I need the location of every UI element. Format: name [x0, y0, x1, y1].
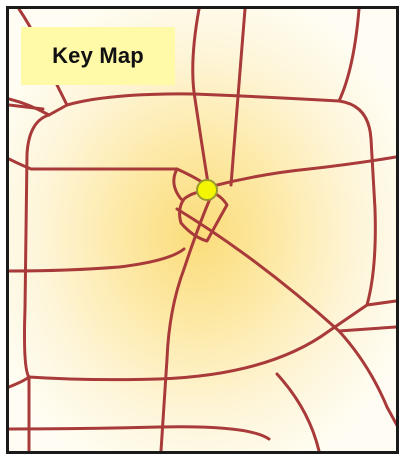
highway-northwest [9, 97, 51, 117]
highway-bottom [9, 425, 271, 441]
highway-north [191, 9, 211, 191]
highway-diagonal [175, 207, 396, 427]
highway-south-2 [337, 325, 396, 333]
highway-east-west [9, 155, 396, 189]
key-map: Key Map [6, 6, 399, 454]
highway-east [365, 299, 396, 307]
location-dot-icon [196, 179, 218, 201]
highway-west [9, 247, 186, 273]
map-title: Key Map [21, 27, 175, 85]
highway-southwest [159, 192, 214, 451]
highway-northwest-2 [9, 103, 45, 111]
highway-south [275, 372, 321, 451]
highway-west-center [172, 167, 183, 201]
highway-east-top [337, 9, 361, 103]
highway-north-east [229, 9, 247, 187]
